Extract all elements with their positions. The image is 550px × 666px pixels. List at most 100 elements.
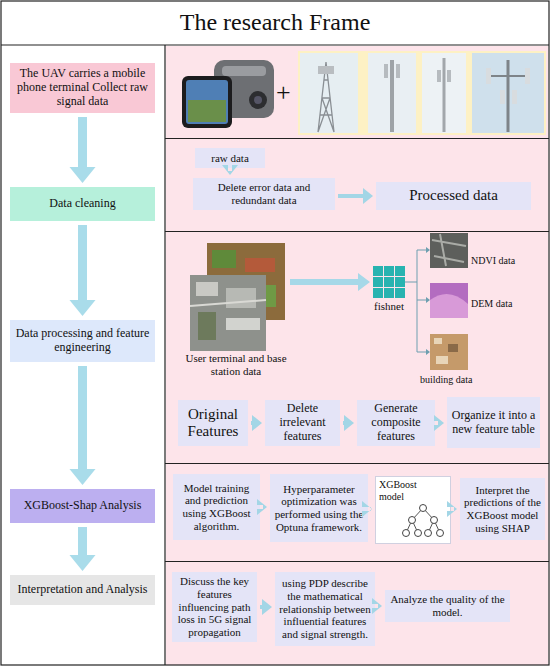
panel-background xyxy=(166,562,548,665)
process-box: Organize it into a new feature table xyxy=(447,397,540,448)
box-text: Organize it into a new feature table xyxy=(450,409,537,437)
process-box: Interpret the predictions of the XGBoost… xyxy=(460,478,545,540)
flow-arrow xyxy=(338,188,373,204)
frame-line xyxy=(165,463,549,464)
base-station-towers xyxy=(447,70,451,82)
base-station-towers xyxy=(488,75,528,77)
fishnet-grid xyxy=(384,288,394,298)
box-text: XGBoost model xyxy=(379,479,419,502)
base-station-towers xyxy=(507,60,510,132)
frame-line xyxy=(165,561,549,562)
base-station-towers xyxy=(384,64,388,78)
flow-arrow xyxy=(343,415,354,431)
panel-background xyxy=(166,464,548,561)
map-image xyxy=(226,318,260,330)
branch-line xyxy=(405,247,430,355)
map-image xyxy=(226,288,256,308)
tree-node xyxy=(420,505,427,512)
flow-arrow xyxy=(260,599,272,615)
base-station-towers xyxy=(368,53,416,133)
image-label: fishnet xyxy=(366,300,412,313)
process-box: Delete error data and redundant data xyxy=(193,178,335,210)
base-station-towers xyxy=(390,60,394,132)
map-image xyxy=(190,275,266,351)
box-text: Original Features xyxy=(181,406,245,441)
raster-image xyxy=(448,344,458,352)
base-station-towers xyxy=(486,68,491,84)
base-station-towers xyxy=(300,53,358,133)
map-image xyxy=(198,312,216,340)
tree-node xyxy=(409,517,416,524)
base-station-towers xyxy=(318,66,334,74)
plus-sign: + xyxy=(276,78,291,108)
branch-line xyxy=(417,352,426,353)
drone-phone xyxy=(254,96,262,104)
process-box: Hyperparameter optimization was performe… xyxy=(270,474,368,542)
process-box: Discuss the key features influencing pat… xyxy=(172,572,257,642)
drone-phone xyxy=(186,80,228,124)
stage-box: Data processing and feature engineering xyxy=(10,320,155,362)
fishnet-grid xyxy=(384,266,394,276)
drone-phone xyxy=(182,76,232,128)
image-label: building data xyxy=(420,374,473,386)
image-label: User terminal and base station data xyxy=(182,352,290,377)
base-station-towers xyxy=(298,51,546,135)
box-text: Model training and prediction using XGBo… xyxy=(176,482,257,533)
base-station-towers xyxy=(443,58,446,132)
flow-arrow xyxy=(70,366,96,485)
image-label: NDVI data xyxy=(471,255,515,267)
map-image xyxy=(245,258,275,272)
box-text: Generate composite features xyxy=(360,402,432,443)
process-box: Analyze the quality of the model. xyxy=(385,590,510,622)
fishnet-grid xyxy=(373,266,405,298)
image-label: DEM data xyxy=(471,298,512,310)
raster-image xyxy=(430,283,468,318)
fishnet-grid xyxy=(373,266,383,276)
tree-node xyxy=(437,530,444,537)
process-box: raw data xyxy=(195,148,265,168)
base-station-towers xyxy=(437,70,441,82)
fishnet-grid xyxy=(373,288,383,298)
process-box: Model training and prediction using XGBo… xyxy=(173,474,260,540)
flow-arrow xyxy=(70,117,96,183)
fishnet-grid xyxy=(395,266,405,276)
box-text: Data processing and feature engineering xyxy=(13,327,152,355)
base-station-towers xyxy=(318,62,334,132)
map-image xyxy=(212,250,236,268)
tree-node xyxy=(403,530,410,537)
branch-line xyxy=(417,250,426,251)
base-station-towers xyxy=(472,53,544,133)
process-box: Delete irrelevant features xyxy=(265,400,340,446)
box-text: Interpret the predictions of the XGBoost… xyxy=(463,484,542,535)
stage-box: Interpretation and Analysis xyxy=(10,575,155,605)
panel-background xyxy=(166,139,548,231)
raster-image xyxy=(430,233,468,370)
drone-phone xyxy=(182,60,274,128)
frame-line xyxy=(165,231,549,232)
flow-arrow xyxy=(70,225,96,316)
branch-line xyxy=(426,247,430,355)
branch-line xyxy=(405,282,417,283)
tree-node xyxy=(425,530,432,537)
raster-image xyxy=(434,338,442,344)
tree-node xyxy=(415,530,422,537)
branch-line xyxy=(417,250,418,352)
box-text: Data cleaning xyxy=(49,197,115,211)
base-station-towers xyxy=(422,53,466,133)
raster-image xyxy=(430,334,468,370)
box-text: raw data xyxy=(211,152,249,165)
flow-arrow xyxy=(290,273,370,291)
stage-box: XGBoost-Shap Analysis xyxy=(10,489,155,523)
process-box: using PDP describe the mathematical rela… xyxy=(275,572,375,646)
process-box: Generate composite features xyxy=(357,400,435,446)
diagram-title: The research Frame xyxy=(0,9,550,37)
box-text: Discuss the key features influencing pat… xyxy=(175,575,254,638)
flow-arrow xyxy=(434,415,444,431)
base-station-towers xyxy=(525,68,530,84)
fishnet-grid xyxy=(373,277,383,287)
raster-image xyxy=(432,234,466,266)
panel-background xyxy=(166,46,548,138)
box-text: Analyze the quality of the model. xyxy=(388,593,507,618)
